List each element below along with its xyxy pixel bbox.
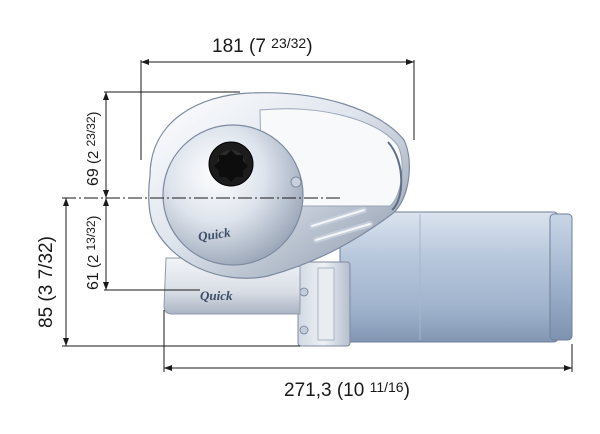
bolt-icon [290,176,302,188]
windlass-product: Quick Quick [148,92,573,347]
dim-top-width-frac: 23/32 [271,35,306,51]
bolt-icon [299,325,309,335]
dim-top-width-inch: 7 [255,36,266,57]
shell-logo: Quick [197,225,232,244]
motor-cylinder [339,211,559,343]
dim-top-width-label: 181 (7 23/32) [212,35,313,57]
dim-side-height-label: 85 (3 7/32) [36,236,57,328]
base-logo: Quick [200,288,233,303]
dim-bottom-length-label: 271,3 (10 11/16) [284,379,410,401]
vent-slots [309,207,373,243]
motor-end-cap [549,213,573,341]
dimension-lines [62,59,573,372]
dim-upper-height-label: 69 (2 23/32) [84,111,102,186]
dim-bottom-length-inch: 10 [343,380,364,401]
dim-lower-height-label: 61 (2 13/32) [84,215,102,290]
bolt-icon [299,287,309,297]
dim-bottom-length-frac: 11/16 [370,379,404,395]
dim-top-width-mm: 181 [212,36,244,57]
drum [162,124,304,266]
dim-bottom-length-mm: 271,3 [284,380,332,401]
dimension-labels: 181 (7 23/32) 69 (2 23/32) 61 (2 13/32) … [36,35,410,401]
